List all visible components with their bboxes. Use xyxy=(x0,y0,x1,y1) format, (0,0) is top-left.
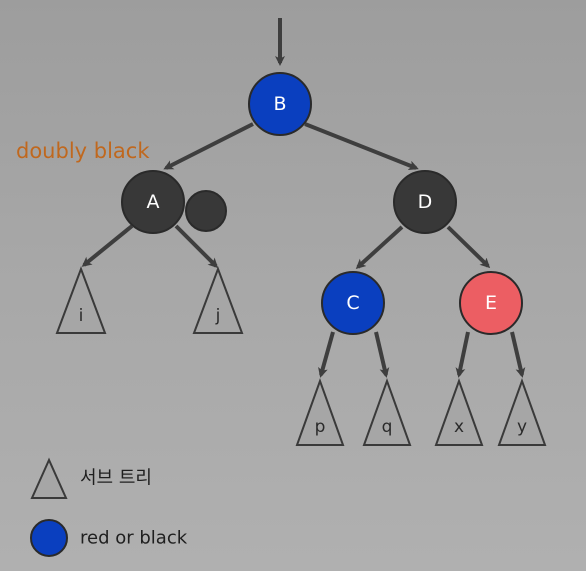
edge-e-y xyxy=(510,331,526,378)
legend-subtree-icon xyxy=(30,457,68,499)
legend-red-or-black-label: red or black xyxy=(80,528,188,549)
subtree-p-label: p xyxy=(315,417,326,437)
edge-c-p xyxy=(318,331,335,378)
node-a: A xyxy=(121,170,185,234)
subtree-i-label: i xyxy=(79,306,84,326)
subtree-j-triangle xyxy=(192,266,244,334)
edge-a-j xyxy=(174,224,219,269)
legend-red-or-black-entry: red or black xyxy=(30,519,188,557)
node-b-circle xyxy=(248,72,312,136)
legend-subtree-label: 서브 트리 xyxy=(80,468,152,489)
subtree-y-triangle xyxy=(497,378,547,446)
subtree-j-label: j xyxy=(215,306,221,326)
subtree-p-triangle xyxy=(295,378,345,446)
edge-b-d xyxy=(304,122,419,171)
edge-c-q xyxy=(374,331,390,378)
legend: 서브 트리 red or black xyxy=(30,457,188,557)
subtree-x-label: x xyxy=(454,417,464,437)
legend-subtree-entry: 서브 트리 xyxy=(30,457,152,499)
node-a-label: A xyxy=(147,191,160,213)
doubly-black-annotation: doubly black xyxy=(16,139,150,163)
node-e: E xyxy=(459,271,523,335)
node-c-circle xyxy=(321,271,385,335)
node-e-circle xyxy=(459,271,523,335)
extra-black-token xyxy=(185,190,227,232)
subtree-q-label: q xyxy=(382,417,393,437)
node-d-label: D xyxy=(418,191,433,213)
node-d: D xyxy=(393,170,457,234)
subtree-i: i xyxy=(55,266,107,334)
edge-b-a xyxy=(163,122,254,170)
edge-e-x xyxy=(455,331,470,378)
subtree-p: p xyxy=(295,378,345,446)
subtree-x-triangle xyxy=(434,378,484,446)
subtree-y: y xyxy=(497,378,547,446)
edge-d-c xyxy=(355,225,404,270)
node-c: C xyxy=(321,271,385,335)
node-a-circle xyxy=(121,170,185,234)
subtree-q-triangle xyxy=(362,378,412,446)
node-b-label: B xyxy=(273,93,286,115)
subtree-x: x xyxy=(434,378,484,446)
subtree-q: q xyxy=(362,378,412,446)
node-b: B xyxy=(248,72,312,136)
edge-a-i xyxy=(81,224,134,267)
node-d-circle xyxy=(393,170,457,234)
subtree-j: j xyxy=(192,266,244,334)
subtree-i-triangle xyxy=(55,266,107,334)
legend-red-or-black-icon xyxy=(30,519,68,557)
node-e-label: E xyxy=(485,292,497,314)
node-c-label: C xyxy=(346,292,359,314)
subtree-y-label: y xyxy=(517,417,527,437)
edge-d-e xyxy=(446,225,491,269)
edges xyxy=(81,18,526,378)
